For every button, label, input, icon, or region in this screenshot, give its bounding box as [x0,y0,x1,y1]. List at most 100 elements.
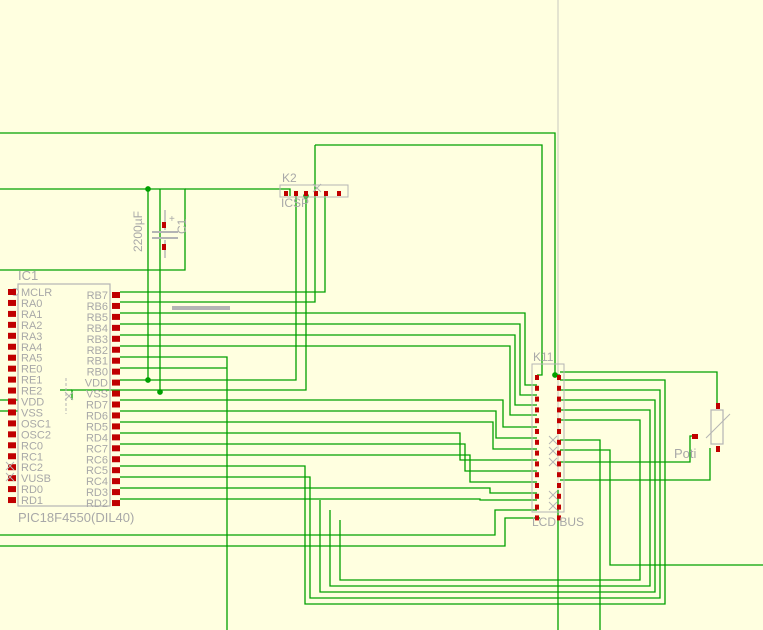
ic1-pad-left-rc1[interactable] [8,453,16,460]
lcd-bus-pad-left[interactable] [535,461,539,467]
lcd-bus-pad-right[interactable] [557,461,561,467]
lcd-bus-pad-left[interactable] [535,429,539,434]
wire[interactable] [0,509,537,536]
lcd-bus-pad-left[interactable] [535,515,539,521]
k2-pad[interactable] [324,191,328,196]
lcd-bus-pad-right[interactable] [557,396,561,402]
lcd-bus-pad-left[interactable] [535,450,539,456]
lcd-bus-pad-right[interactable] [557,439,561,445]
wire[interactable] [329,409,651,587]
ic1-pad-left-re1[interactable] [8,376,16,383]
lcd-bus-pad-right[interactable] [557,493,561,499]
ic1-pad-right-vss[interactable] [112,390,120,397]
k2-pad[interactable] [304,191,308,196]
wire[interactable] [120,192,326,293]
lcd-bus-pad-right[interactable] [557,418,561,424]
ic1-pad-left-ra0[interactable] [8,299,16,306]
lcd-bus-pad-left[interactable] [535,472,539,478]
lcd-bus-pad-right[interactable] [557,407,561,413]
ic1-pad-left-vss[interactable] [8,409,16,416]
ic1-pad-left-re2[interactable] [8,387,16,394]
lcd-bus-pad-left[interactable] [535,418,539,424]
capacitor-c1[interactable]: + 2200µF C1 [131,210,189,258]
wire[interactable] [315,144,543,376]
wire[interactable] [120,410,537,439]
ic1-pad-right-rb0[interactable] [112,368,120,375]
wire[interactable] [120,356,228,630]
ic1-pad-right-rb1[interactable] [112,357,120,364]
ic1-pad-left-rc2[interactable] [8,464,16,471]
k2-pad[interactable] [294,191,298,196]
wire[interactable] [0,132,560,376]
lcd-bus-pad-right[interactable] [557,504,561,510]
wire[interactable] [120,145,316,303]
lcd-bus-pad-left[interactable] [535,407,539,413]
wire[interactable] [120,379,666,605]
ic1-pad-right-rd2[interactable] [112,500,120,507]
ic1-pic18f4550[interactable]: MCLRRA0RA1RA2RA3RA4RA5RE0RE1RE2VDDVSSOSC… [8,268,134,525]
ic1-pad-left-osc2[interactable] [8,431,16,438]
connector-lcd-bus[interactable]: K11 LCD BUS [531,350,584,529]
ic1-pad-left-rd0[interactable] [8,486,16,493]
lcd-bus-pad-right[interactable] [557,385,561,391]
ic1-pad-right-rd3[interactable] [112,489,120,496]
wire[interactable] [0,517,540,547]
ic1-pad-right-rd5[interactable] [112,423,120,430]
ic1-pad-left-rc0[interactable] [8,442,16,449]
k2-pad[interactable] [284,191,288,196]
wire[interactable] [560,371,718,405]
ic1-pad-left-mclr[interactable] [8,289,16,295]
ic1-pad-right-rc4[interactable] [112,478,120,485]
ic1-pad-right-rc7[interactable] [112,445,120,452]
wire[interactable] [71,196,307,400]
ic1-pad-right-rd4[interactable] [112,434,120,441]
lcd-bus-pad-left[interactable] [535,493,539,499]
connector-k2-icsp[interactable]: K2 ICSP [279,171,349,210]
ic1-pad-right-vdd[interactable] [112,379,120,386]
lcd-bus-pad-right[interactable] [557,483,561,488]
lcd-bus-pad-left[interactable] [535,385,539,391]
wire[interactable] [560,439,601,630]
ic1-pad-left-vdd[interactable] [8,398,16,405]
wire[interactable] [560,448,711,481]
lcd-bus-pad-right[interactable] [557,375,561,380]
ic1-pad-right-rd7[interactable] [112,401,120,408]
wire[interactable] [319,399,656,593]
wire[interactable] [120,389,661,599]
wire[interactable] [120,432,537,461]
ic1-pad-right-rb5[interactable] [112,313,120,320]
lcd-bus-pad-left[interactable] [535,483,539,488]
ic1-pad-right-rc5[interactable] [112,467,120,474]
lcd-bus-pad-left[interactable] [535,396,539,402]
ic1-pad-left-ra5[interactable] [8,354,16,361]
ic1-pad-right-rb4[interactable] [112,324,120,331]
ic1-pad-right-rb6[interactable] [112,302,120,309]
wire[interactable] [0,188,186,271]
lcd-bus-pad-left[interactable] [535,439,539,445]
wire[interactable] [120,443,537,472]
ic1-pad-left-osc1[interactable] [8,420,16,427]
wire[interactable] [120,312,537,386]
k2-pad[interactable] [314,191,318,196]
ic1-pad-left-vusb[interactable] [8,475,16,482]
ic1-pad-right-rb2[interactable] [112,346,120,353]
ic1-pad-left-rd1[interactable] [8,497,16,504]
lcd-bus-pad-left[interactable] [535,504,539,510]
potentiometer-poti[interactable]: Poti [674,403,731,461]
ic1-pad-left-ra4[interactable] [8,343,16,350]
ic1-pad-right-rc6[interactable] [112,456,120,463]
ic1-pad-right-rb3[interactable] [112,335,120,342]
wires[interactable] [0,132,763,630]
wire[interactable] [120,399,537,428]
lcd-bus-pad-right[interactable] [557,472,561,478]
ic1-pad-right-rd6[interactable] [112,412,120,419]
wire[interactable] [120,345,537,416]
ic1-pad-left-re0[interactable] [8,365,16,372]
wire[interactable] [120,487,537,494]
ic1-pad-left-ra3[interactable] [8,332,16,339]
ic1-pad-right-rb7[interactable] [112,292,120,298]
ic1-pad-left-ra1[interactable] [8,310,16,317]
k2-pad[interactable] [337,191,341,196]
wire[interactable] [185,188,291,196]
